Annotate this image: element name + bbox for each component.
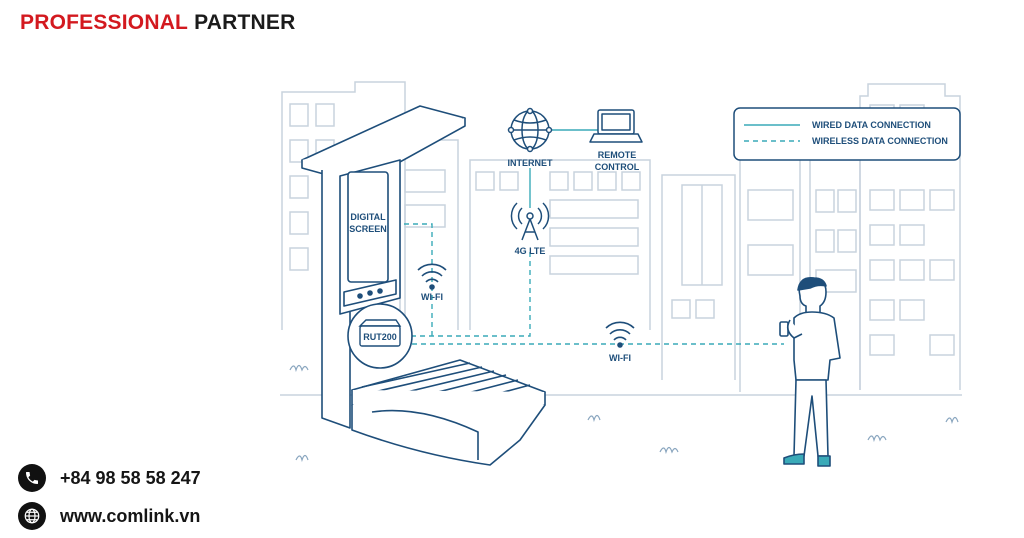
website-link[interactable]: www.comlink.vn (60, 505, 201, 526)
person (779, 276, 841, 467)
contact-website: www.comlink.vn (18, 502, 200, 530)
wifi-icon (417, 263, 447, 290)
router-icon (347, 303, 413, 369)
legend: WIRED DATA CONNECTION WIRELESS DATA CONN… (733, 107, 961, 161)
digital-screen-label-line2: SCREEN (349, 224, 387, 234)
phone-number[interactable]: +84 98 58 58 247 (60, 467, 201, 488)
digital-screen-label-line1: DIGITAL (350, 212, 386, 222)
internet-label: INTERNET (508, 158, 554, 168)
connection-lines (395, 129, 784, 345)
lte-label: 4G LTE (515, 246, 546, 256)
laptop-icon (589, 109, 643, 143)
globe-icon (507, 107, 553, 153)
contact-phone: +84 98 58 58 247 (18, 464, 201, 492)
wifi-lower-label: WI-FI (609, 353, 631, 363)
grass-decor (289, 364, 959, 463)
wireless-screen-router (395, 223, 433, 336)
wifi-icon (605, 321, 635, 348)
remote-control-label-line2: CONTROL (595, 162, 640, 172)
bench (351, 359, 546, 466)
legend-wireless-label: WIRELESS DATA CONNECTION (812, 136, 948, 146)
brand-professional: PROFESSIONAL (20, 11, 189, 34)
remote-control-label-line1: REMOTE (598, 150, 637, 160)
legend-wired-label: WIRED DATA CONNECTION (812, 120, 931, 130)
cell-tower-icon (510, 202, 550, 241)
router-label: RUT200 (363, 332, 397, 342)
phone-icon (18, 464, 46, 492)
smart-shelter (301, 105, 466, 429)
wifi-upper-label: WI-FI (421, 292, 443, 302)
globe-icon (18, 502, 46, 530)
brand-partner: PARTNER (194, 11, 296, 34)
wireless-lte-router (412, 252, 531, 337)
